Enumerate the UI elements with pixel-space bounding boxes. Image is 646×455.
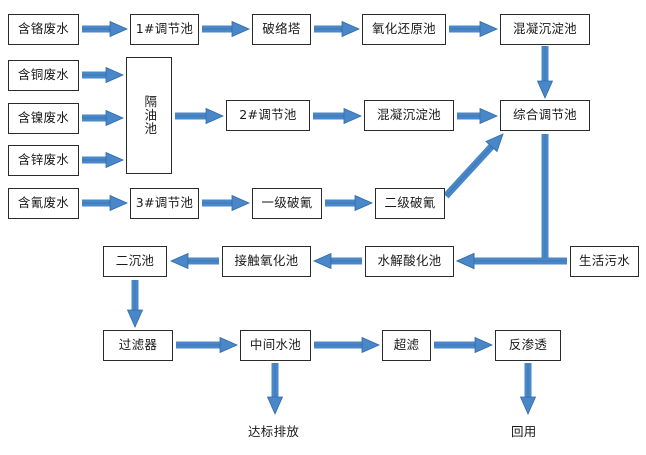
process-node-label: 过滤器: [118, 337, 158, 353]
arrow-zinc-to-oil: [52, 130, 153, 190]
process-node-label: 混凝沉淀池: [512, 21, 577, 37]
output-label-l2: 回用: [511, 424, 537, 439]
process-node-label: 3#调节池: [135, 195, 194, 211]
process-node-label: 一级破氰: [261, 195, 313, 211]
arrow-filter-to-midtank: [146, 315, 267, 375]
arrow-copper-to-oil: [52, 45, 153, 105]
arrow-settle1-to-central: [515, 16, 575, 128]
process-node-n3: 破络塔: [252, 14, 311, 45]
process-node-n9: 2#调节池: [226, 100, 310, 131]
process-node-label: 生活污水: [578, 253, 631, 269]
arrow-midtank-to-discharge: [245, 333, 305, 444]
arrow-settle2-to-central: [427, 86, 527, 146]
process-node-label: 含镍废水: [17, 110, 70, 126]
arrow-tank3-to-cyanide1: [172, 173, 279, 233]
process-node-label: 隔油池: [142, 95, 158, 136]
arrow-cyanide1-to-cyanide2: [295, 173, 402, 233]
process-node-label: 二沉池: [115, 253, 155, 269]
process-node-label: 破络塔: [262, 21, 301, 37]
process-node-n7: 隔油池: [126, 57, 172, 174]
process-node-n19: 水解酸化池: [365, 246, 454, 277]
arrow-ro-to-reuse: [498, 333, 558, 444]
process-node-n5: 混凝沉淀池: [500, 14, 590, 45]
process-node-n13: 含氰废水: [8, 188, 79, 219]
arrow-nickel-to-oil: [52, 88, 153, 148]
process-node-n21: 过滤器: [103, 330, 173, 361]
arrow-oil-to-tank2: [145, 86, 253, 146]
process-node-n4: 氧化还原池: [362, 14, 446, 45]
process-node-label: 含铬废水: [17, 21, 70, 37]
process-node-label: 2#调节池: [239, 107, 297, 123]
process-node-label: 氧化还原池: [371, 21, 436, 37]
process-node-label: 含锌废水: [17, 152, 70, 168]
process-node-label: 超滤: [393, 337, 420, 353]
output-label-l1: 达标排放: [248, 424, 300, 439]
arrow-midtank-to-uf: [284, 315, 409, 375]
process-node-label: 反渗透: [508, 337, 548, 353]
arrow-tank1-to-tower: [172, 0, 279, 59]
process-node-n24: 反渗透: [495, 330, 561, 361]
process-node-n16: 二级破氰: [375, 188, 445, 219]
process-node-label: 含铜废水: [17, 67, 70, 83]
process-node-n15: 一级破氰: [252, 188, 322, 219]
process-node-n10: 混凝沉淀池: [364, 100, 454, 131]
process-node-n18: 接触氧化池: [222, 246, 311, 277]
arrow-chrome-to-tank1: [52, 0, 157, 59]
arrow-redox-to-settle1: [419, 0, 527, 59]
process-node-n14: 3#调节池: [130, 188, 199, 219]
arrow-secondary-to-filter: [105, 250, 165, 357]
arrow-cyanide-to-tank3: [52, 173, 157, 233]
process-node-n17: 二沉池: [103, 246, 167, 277]
process-node-n20: 生活污水: [570, 246, 639, 277]
arrow-contact-to-secondary: [141, 231, 249, 291]
process-node-label: 混凝沉淀池: [376, 107, 441, 123]
arrow-uf-to-ro: [404, 315, 522, 375]
process-node-n22: 中间水池: [240, 330, 311, 361]
process-node-n12: 含锌废水: [8, 145, 79, 176]
process-node-label: 1#调节池: [135, 21, 194, 37]
arrow-tower-to-redox: [284, 0, 389, 59]
process-node-label: 综合调节池: [512, 107, 577, 123]
arrow-sewage-to-hydrolysis: [427, 231, 597, 291]
process-node-n11: 综合调节池: [500, 100, 590, 131]
process-node-n1: 含铬废水: [8, 14, 79, 45]
process-node-n6: 含铜废水: [8, 60, 79, 91]
arrow-hydrolysis-to-contact: [284, 231, 392, 291]
arrow-tank2-to-settle2: [283, 86, 391, 146]
process-node-label: 接触氧化池: [234, 253, 299, 269]
process-node-n23: 超滤: [382, 330, 431, 361]
process-node-n8: 含镍废水: [8, 103, 79, 134]
process-node-label: 含氰废水: [17, 195, 70, 211]
process-node-label: 水解酸化池: [377, 253, 442, 269]
arrow-cyanide2-to-central: [416, 104, 533, 226]
process-node-n2: 1#调节池: [130, 14, 199, 45]
process-node-label: 二级破氰: [384, 195, 436, 211]
process-node-label: 中间水池: [249, 337, 302, 353]
